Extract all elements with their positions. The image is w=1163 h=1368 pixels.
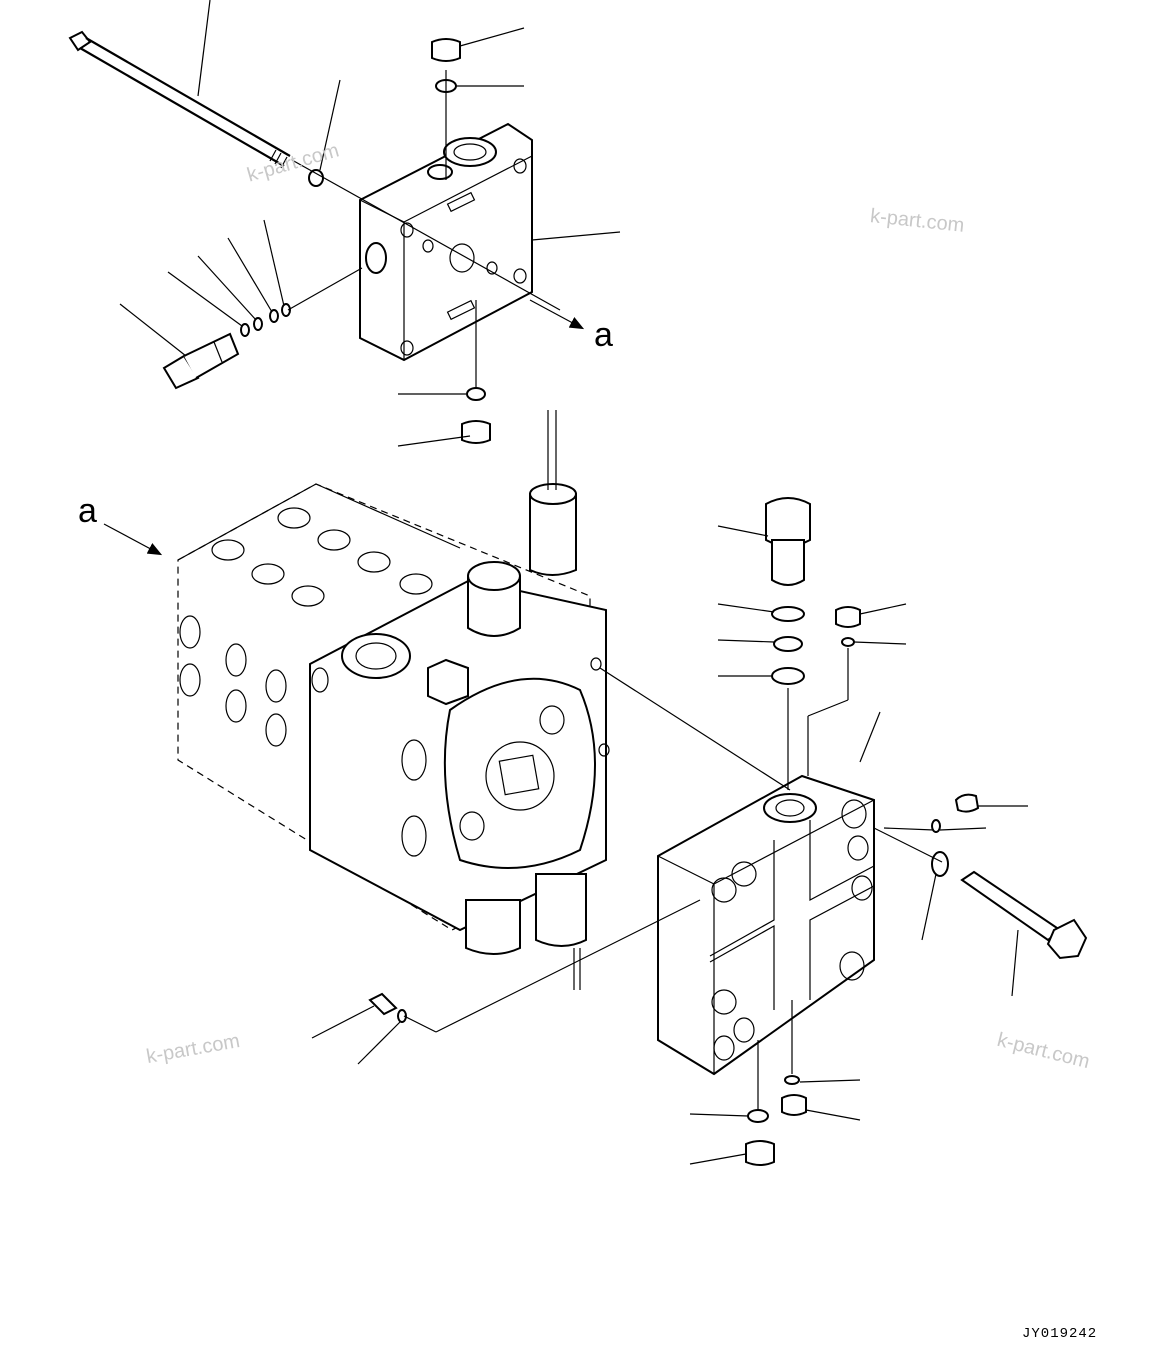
reference-label-a-left: a	[78, 492, 97, 530]
bolt-and-seals-left	[162, 38, 491, 444]
long-tie-bolt	[68, 30, 291, 169]
relief-valve-and-seals	[765, 497, 861, 685]
drawing-code: JY019242	[1022, 1326, 1098, 1342]
top-valve-section	[359, 122, 533, 362]
reference-label-a-top: a	[594, 316, 613, 354]
part-leader-lines	[119, 0, 1028, 1165]
reference-arrows	[103, 299, 585, 556]
main-control-valve-body	[177, 410, 610, 990]
end-valve-section	[657, 774, 875, 1076]
assembly-center-lines	[287, 70, 943, 1110]
bolt-and-seals-right	[368, 793, 1088, 1166]
